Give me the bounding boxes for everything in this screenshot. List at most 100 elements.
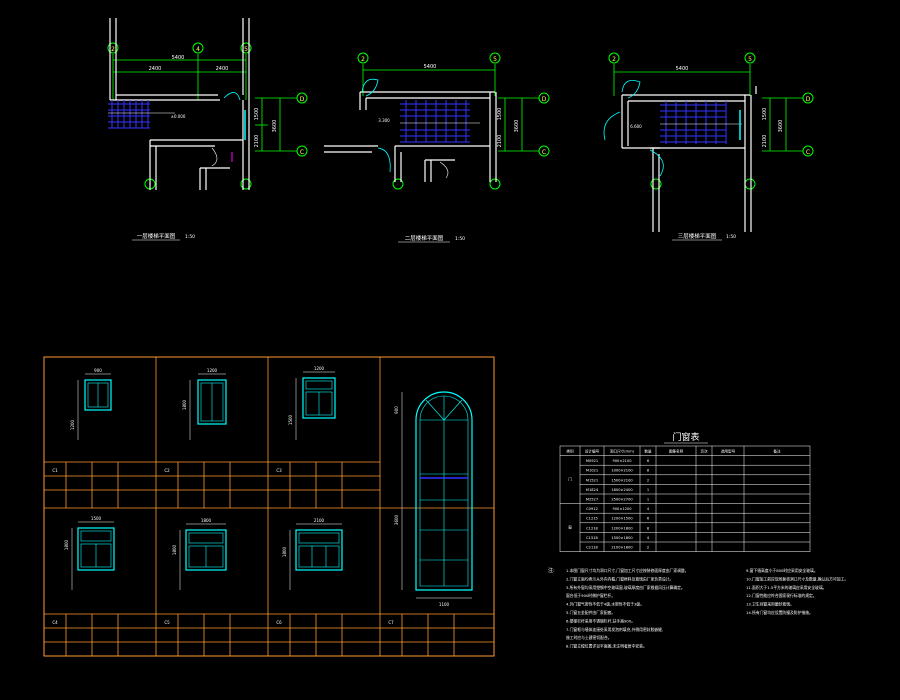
grid-label: C [542, 149, 546, 156]
window-height: 1500 [288, 414, 293, 425]
window-id: C3 [276, 468, 282, 473]
note-line: 3.所有外窗均采用塑钢中空玻璃窗,玻璃厚度由厂家根据风压计算确定。 [566, 585, 685, 590]
schedule-cell: C1218 [586, 526, 598, 530]
note-line: 10.门窗加工前应现场复核洞口尺寸及数量,确认后方可加工。 [746, 576, 848, 581]
dim-right-total: 3600 [272, 120, 278, 133]
dim-right-total: 3600 [778, 120, 784, 133]
schedule-cell: 900×2100 [612, 459, 632, 463]
level-mark: 6.600 [630, 124, 642, 129]
note-line: 14.所有门窗均应设置防撞及防护措施。 [746, 610, 813, 615]
schedule-cell: M1021 [586, 469, 598, 473]
schedule-header-cell: 设计编号 [585, 449, 600, 454]
schedule-cell: 4 [647, 536, 650, 540]
window-width: 1200 [207, 368, 218, 373]
schedule-cell: 1500×1800 [611, 536, 633, 540]
note-line: 9.窗下墙高度小于800时应采用安全玻璃。 [746, 568, 818, 573]
schedule-cell: 8 [647, 526, 650, 530]
level-mark: 3.300 [378, 118, 390, 123]
schedule-cell: 2500×2700 [611, 498, 633, 502]
grid-label: 2 [361, 56, 365, 63]
schedule-cell: 4 [647, 507, 650, 511]
schedule-cell: 2 [647, 478, 649, 482]
plan-title: 二层楼梯平面图 [405, 234, 444, 242]
schedule-cell: 6 [647, 517, 650, 521]
plan-1: 2 4 5 D C 5400 2400 2400 150 [107, 18, 308, 241]
schedule-cell: 1500×2100 [611, 478, 633, 482]
notes: 注: 1.本图门窗尺寸均为洞口尺寸,门窗加工尺寸应按装修面厚度由厂家调整。2.门… [548, 567, 848, 649]
level-mark: ±0.000 [171, 114, 186, 119]
door-swing [223, 92, 241, 101]
door-swing [377, 147, 391, 173]
schedule-cell: 6 [647, 459, 650, 463]
note-line: 7.门窗框与墙体连接处采用发泡剂填充,外侧用密封胶嵌缝, [566, 627, 663, 632]
note-line: 5.门窗五金配件由厂家配套。 [566, 610, 615, 615]
plan-scale: 1:50 [726, 234, 736, 240]
schedule-cell: 1 [647, 498, 649, 502]
window-c6: 2100 1800 C6 [276, 518, 343, 625]
dim-right: 1500 [762, 108, 768, 121]
door-swing [603, 111, 621, 141]
window-width: 1100 [439, 602, 450, 607]
window-width: 1500 [91, 516, 102, 521]
schedule-cell: C1215 [586, 517, 598, 521]
window-height: 1800 [282, 546, 287, 557]
grid-label: C [300, 149, 304, 156]
window-width: 1200 [314, 366, 325, 371]
dimensions-plan-1 [112, 54, 297, 152]
plan-scale: 1:50 [185, 234, 195, 240]
plan-3: 2 5 D C 5400 1500 2100 3600 [603, 52, 814, 241]
grid-label: C [806, 149, 810, 156]
schedule-cell: C0912 [586, 507, 598, 511]
window-top-dim: 900 [394, 406, 399, 414]
dim-total: 5400 [172, 55, 185, 61]
window-c5: 1800 1800 C5 [164, 518, 227, 625]
note-line: 2.门窗立面均表示从外向内看,门窗框料及玻璃由厂家负责设计。 [566, 576, 673, 581]
window-id: C4 [52, 620, 58, 625]
schedule-cell: 窗 [568, 525, 572, 530]
grid-bubble [192, 42, 204, 54]
schedule-header-cell: 页次 [700, 449, 708, 454]
schedule-cell: 1800×2400 [611, 488, 633, 492]
dim-right: 2100 [762, 135, 768, 148]
grid-label: 5 [244, 46, 248, 53]
dim-right: 2100 [254, 135, 260, 148]
schedule-cell: 1 [647, 488, 649, 492]
dim-part: 2400 [149, 66, 162, 72]
window-c4: 1500 1800 C4 [52, 516, 115, 625]
schedule-cell: M0921 [586, 459, 598, 463]
note-line: 施工时应与土建密切配合。 [566, 635, 612, 640]
walls-plan-1 [109, 18, 250, 190]
stair-plan-3 [660, 101, 742, 144]
grid-label: D [806, 96, 811, 103]
note-line: 8.门窗立樘位置详见平面图,未注明者居中安装。 [566, 644, 647, 649]
note-line: 窗台低于900时做护窗栏杆。 [566, 593, 615, 598]
door-swing [439, 161, 449, 179]
dim-total: 5400 [676, 66, 689, 72]
grid-label: 5 [493, 56, 497, 63]
dim-total: 5400 [424, 64, 437, 70]
note-line: 4.外门窗气密性不低于4级,水密性不低于3级。 [566, 602, 644, 607]
window-height: 3600 [394, 514, 399, 525]
schedule-cell: C1518 [586, 536, 598, 540]
schedule-cell: C2118 [586, 546, 598, 550]
door-swing [649, 149, 664, 177]
plan-scale: 1:50 [455, 236, 465, 242]
plan-title: 三层楼梯平面图 [678, 232, 717, 240]
schedule-grid [559, 445, 811, 552]
schedule-cell: M1521 [586, 478, 598, 482]
schedule-cell: 900×1200 [612, 507, 632, 511]
note-line: 12.门窗性能应符合国家现行标准的规定。 [746, 593, 817, 598]
schedule-cell: 2100×1800 [611, 546, 633, 550]
door-swing [621, 79, 641, 99]
window-arched: 1100 3600 900 C7 [388, 391, 473, 625]
dim-right: 1500 [497, 108, 503, 121]
dim-right: 2100 [497, 135, 503, 148]
stair-plan-2 [400, 100, 480, 143]
grid-bubble [240, 178, 252, 190]
stair-plan-1 [108, 100, 175, 129]
grid-bubble [107, 42, 119, 54]
